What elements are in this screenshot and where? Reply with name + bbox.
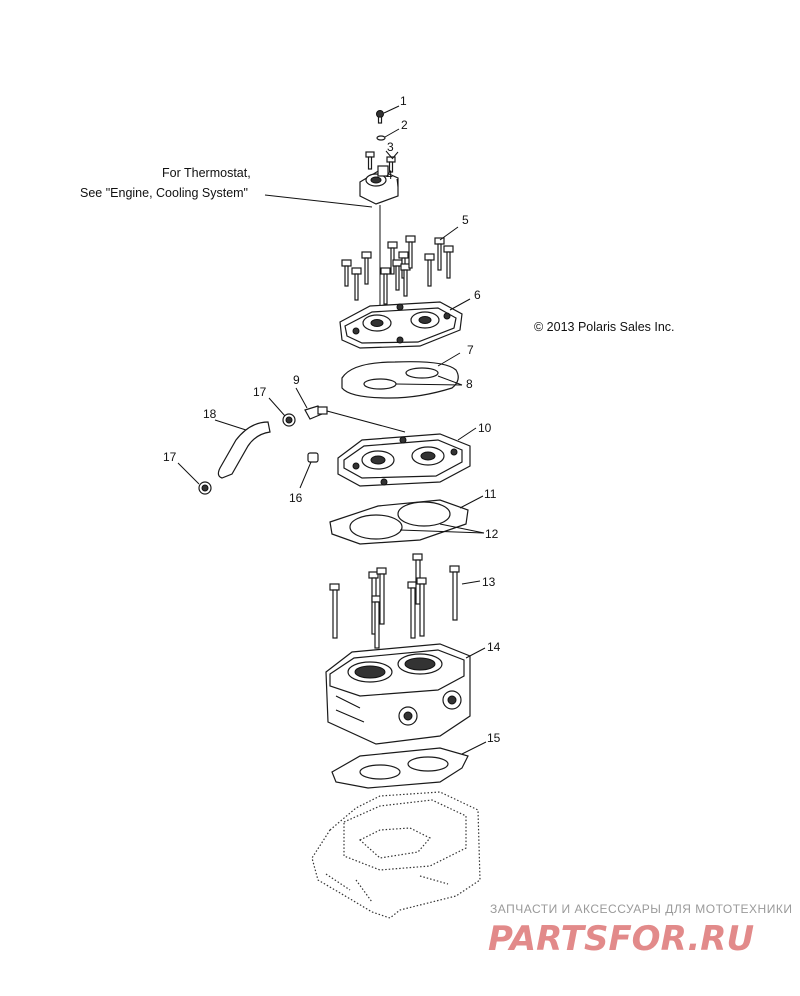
callout-9: 9 — [293, 373, 300, 387]
crankcase-reference — [311, 791, 481, 919]
callout-13: 13 — [482, 575, 496, 589]
thermostat-note-line2: See "Engine, Cooling System" — [80, 186, 248, 200]
callout-11: 11 — [484, 487, 497, 501]
callout-18: 18 — [203, 407, 217, 421]
part-16-plug — [307, 452, 319, 463]
part-2-washer — [376, 135, 386, 141]
part-17-clamp-lower — [198, 481, 212, 495]
part-5-head-bolts — [341, 235, 454, 305]
thermostat-note-line1: For Thermostat, — [162, 166, 251, 180]
callout-5: 5 — [462, 213, 469, 227]
watermark-logo: PARTSFOR.RU — [488, 919, 754, 959]
part-10-cylinder-head — [337, 433, 471, 487]
callout-12: 12 — [485, 527, 499, 541]
callout-10: 10 — [478, 421, 492, 435]
callout-8: 8 — [466, 377, 473, 391]
callout-17-lower: 17 — [163, 450, 177, 464]
part-14-cylinder — [325, 643, 471, 745]
copyright-text: © 2013 Polaris Sales Inc. — [534, 320, 675, 334]
callout-16: 16 — [289, 491, 303, 505]
callout-2: 2 — [401, 118, 408, 132]
callout-14: 14 — [487, 640, 501, 654]
part-7-8-head-seals — [341, 361, 459, 399]
callout-17-upper: 17 — [253, 385, 267, 399]
part-6-head-cover — [339, 301, 463, 349]
callout-1: 1 — [400, 94, 407, 108]
fitting-leader — [326, 410, 406, 433]
callout-6: 6 — [474, 288, 481, 302]
part-15-base-gasket — [331, 747, 469, 789]
callout-leaders — [177, 105, 487, 755]
part-17-clamp-upper — [282, 413, 296, 427]
callout-numbers: 1 2 3 4 5 6 7 8 9 10 11 12 13 14 15 16 1… — [163, 94, 501, 745]
callout-4: 4 — [386, 168, 393, 182]
part-13-cylinder-bolts — [329, 553, 460, 649]
part-4-thermostat-housing — [359, 165, 399, 205]
watermark-tagline: ЗАПЧАСТИ И АКСЕССУАРЫ ДЛЯ МОТОТЕХНИКИ — [490, 902, 792, 916]
callout-7: 7 — [467, 343, 474, 357]
part-1-screw — [376, 110, 384, 124]
callout-3: 3 — [387, 140, 394, 154]
callout-15: 15 — [487, 731, 501, 745]
part-3-bolts — [365, 151, 396, 173]
note-leader — [264, 194, 373, 208]
part-9-fitting — [304, 405, 328, 420]
part-18-hose — [217, 421, 271, 479]
part-11-12-gasket — [329, 499, 469, 545]
